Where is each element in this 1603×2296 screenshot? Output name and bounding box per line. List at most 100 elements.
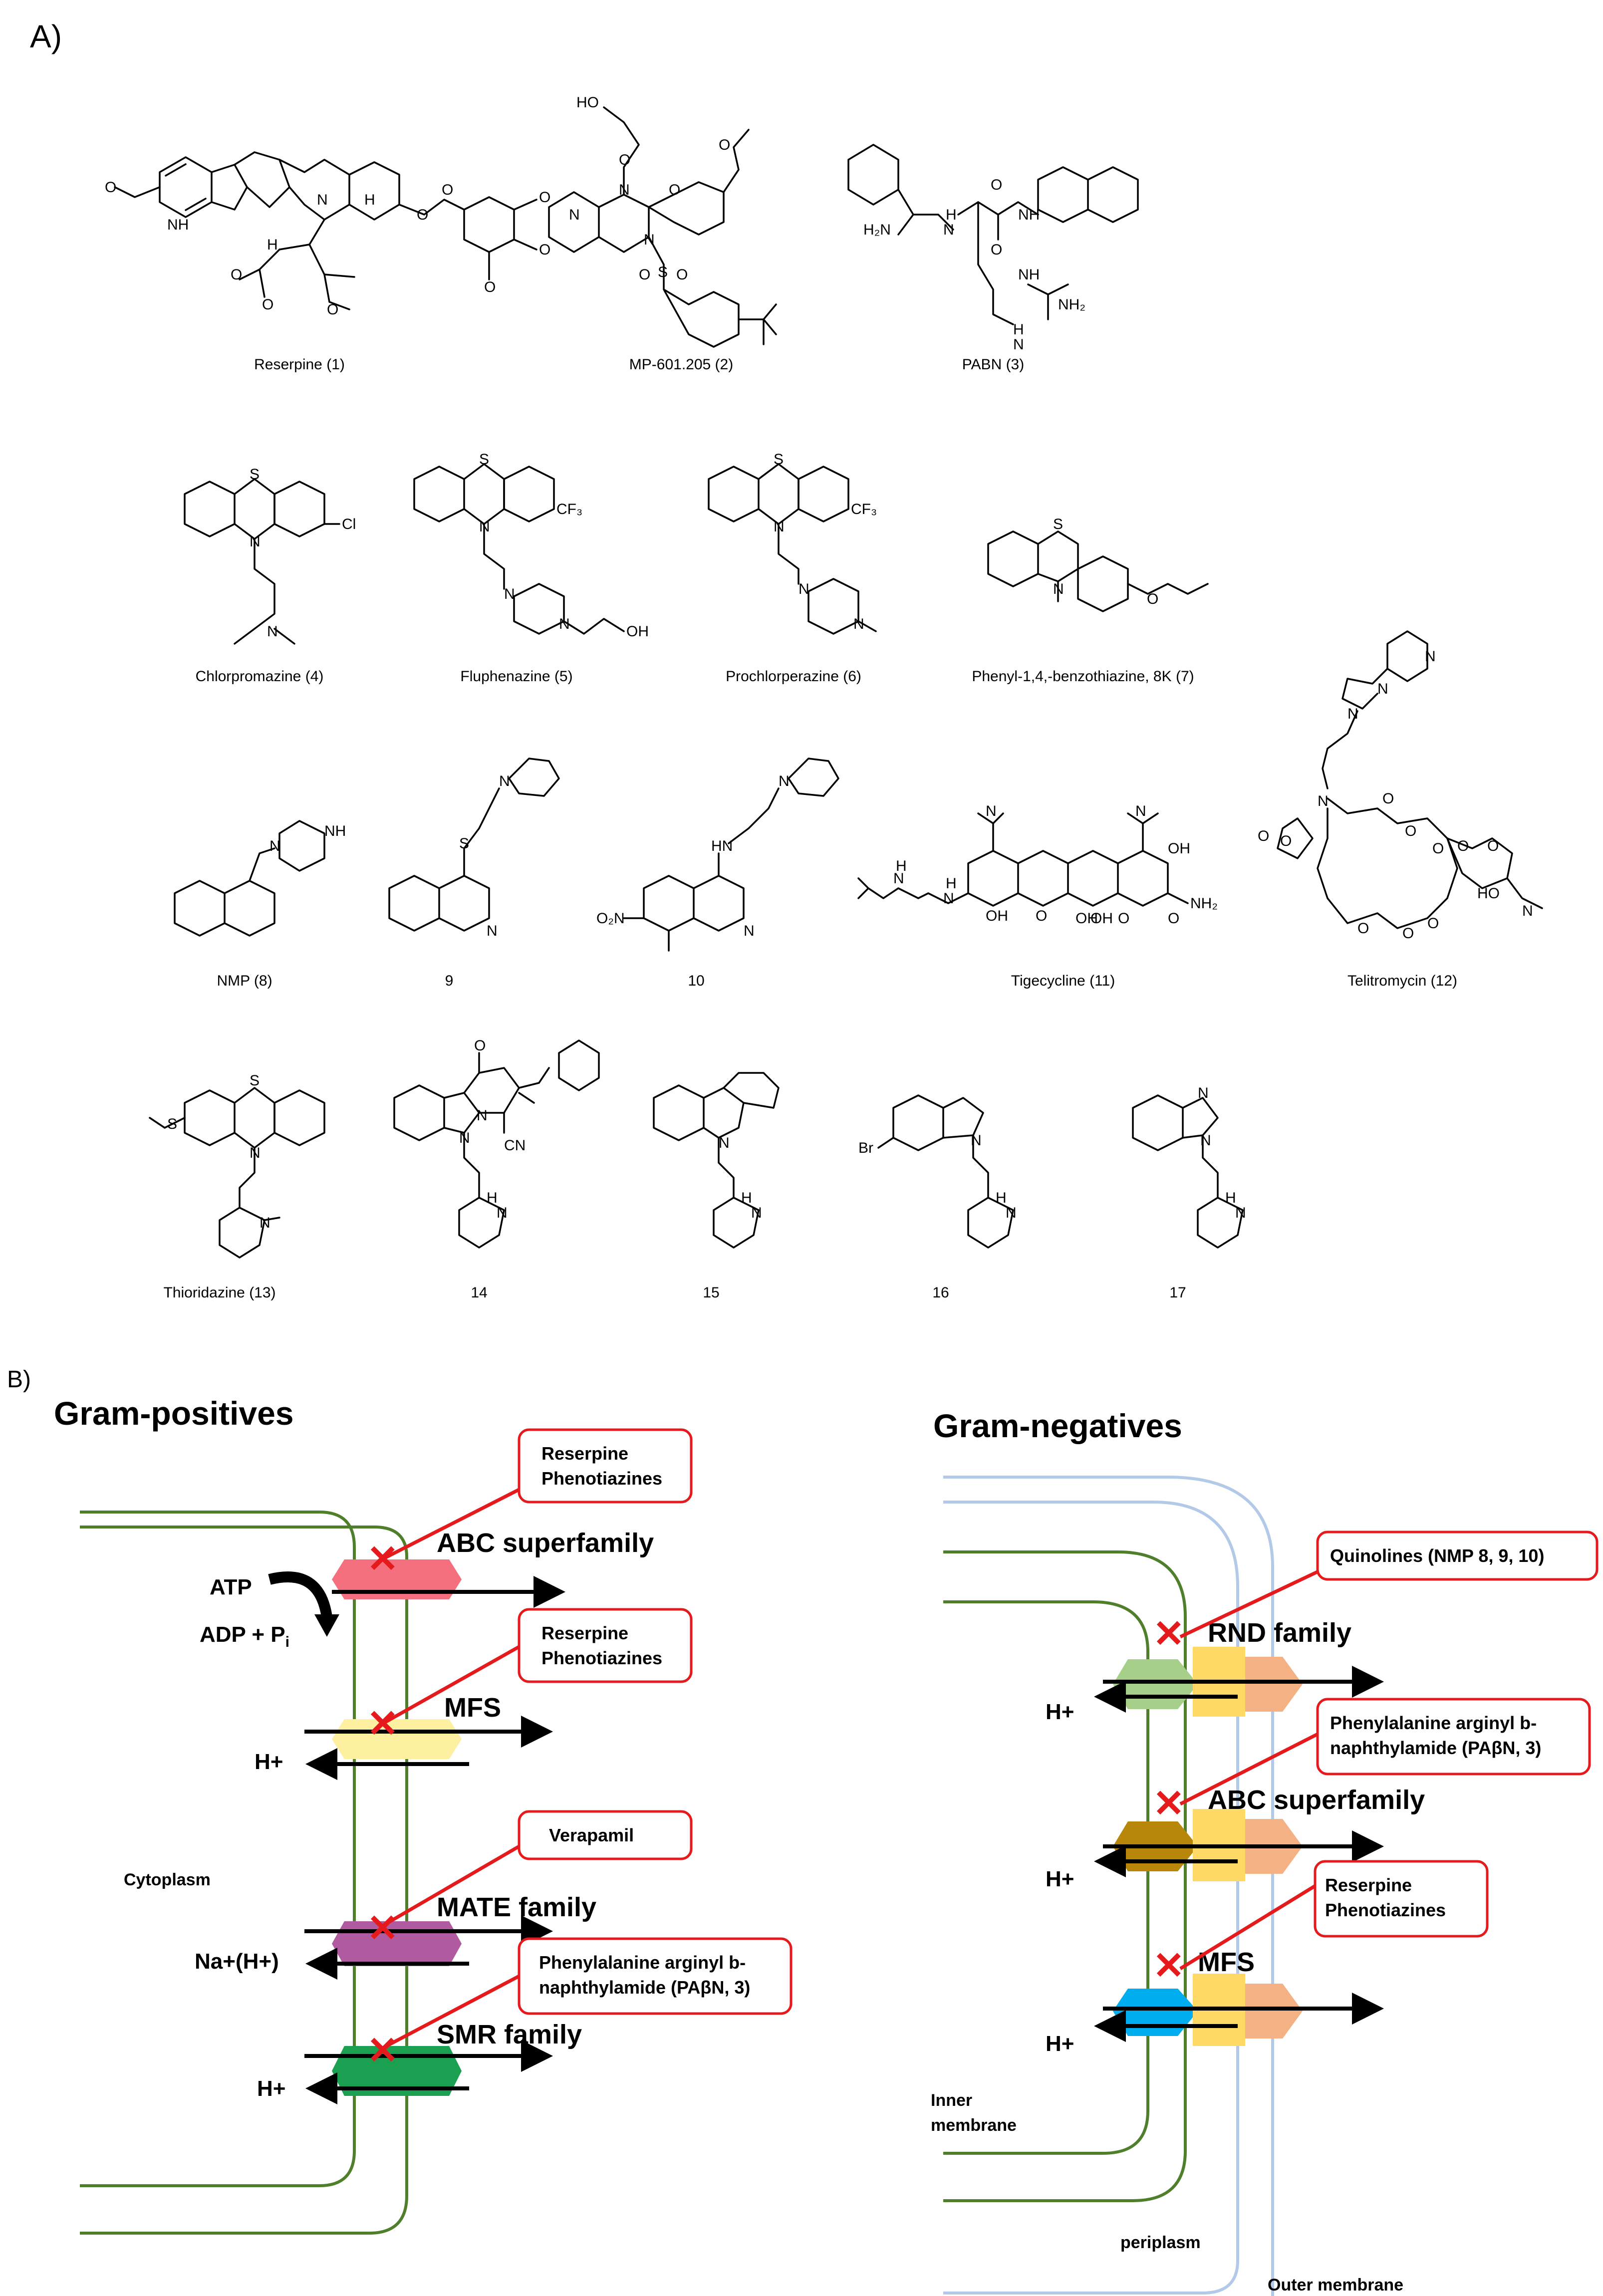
gp-mfs-transporter — [332, 1719, 462, 1759]
svg-text:N: N — [1135, 803, 1146, 819]
structure-compound-14: O N N CN N H — [393, 1037, 600, 1249]
gp-mfs-label: MFS — [444, 1693, 501, 1723]
structure-compound-9: S N N — [388, 758, 560, 939]
gram-positive-title: Gram-positives — [54, 1395, 294, 1432]
svg-text:N: N — [250, 1145, 261, 1161]
svg-text:N: N — [1318, 793, 1329, 809]
svg-text:N: N — [1053, 581, 1064, 597]
structure-nmp: N NH — [174, 820, 346, 937]
gram-negative-title: Gram-negatives — [933, 1407, 1182, 1444]
svg-text:N: N — [1425, 648, 1436, 665]
structure-thioridazine: S S N N — [149, 1072, 325, 1259]
gn-outer-membrane-inner — [943, 1501, 1239, 2295]
svg-text:O: O — [474, 1037, 486, 1054]
svg-text:S: S — [479, 451, 489, 468]
structure-fluphenazine: S N CF₃ N N OH — [413, 451, 649, 640]
gn-inner-membrane-label-1: Inner — [931, 2091, 972, 2110]
gp-smr-ion: H+ — [257, 2076, 285, 2101]
structure-compound-17: N N N H — [1132, 1085, 1246, 1249]
panel-b-label: B) — [7, 1366, 31, 1393]
svg-text:N: N — [751, 1205, 762, 1221]
gn-abc-label: ABC superfamily — [1208, 1785, 1425, 1815]
gp-atp-label: ATP — [210, 1575, 252, 1599]
svg-text:O: O — [1402, 925, 1414, 942]
compound-11-name: Tigecycline (11) — [1011, 973, 1115, 989]
svg-text:N: N — [504, 586, 515, 602]
svg-text:O: O — [442, 182, 453, 198]
gn-abc-inhibitor-2: naphthylamide (PAβN, 3) — [1330, 1738, 1541, 1758]
gn-abc-pointer — [1179, 1730, 1324, 1806]
svg-text:O: O — [1357, 920, 1369, 937]
svg-text:O: O — [417, 207, 428, 223]
gn-inner-membrane-outer — [943, 1550, 1187, 2202]
svg-text:HO: HO — [576, 94, 599, 111]
gn-abc-inhibit-mark: ✕ — [1153, 1783, 1185, 1825]
svg-text:S: S — [1053, 516, 1063, 532]
gp-cytoplasm-label: Cytoplasm — [124, 1870, 211, 1889]
svg-text:N: N — [1377, 681, 1388, 697]
gn-mfs-outer-channel — [1245, 1984, 1303, 2039]
svg-text:OH: OH — [1090, 910, 1113, 927]
compound-1-name: Reserpine (1) — [254, 356, 345, 373]
compound-2-name: MP-601.205 (2) — [629, 356, 733, 373]
svg-text:H: H — [896, 858, 907, 874]
svg-text:N: N — [459, 1130, 470, 1146]
panel-a-label: A) — [30, 18, 62, 54]
structure-benzothiazine-8k: S N O — [987, 516, 1209, 612]
svg-text:O: O — [1258, 828, 1269, 844]
svg-text:Cl: Cl — [342, 516, 356, 532]
svg-text:O: O — [991, 177, 1002, 193]
svg-text:H: H — [1013, 321, 1024, 338]
svg-text:N: N — [893, 870, 904, 887]
svg-text:O: O — [1432, 840, 1444, 857]
gp-mate-inhibit-mark: ✕ — [367, 1907, 399, 1950]
svg-text:H: H — [996, 1190, 1007, 1206]
svg-text:O: O — [231, 266, 242, 283]
gn-rnd-inhibitor-box — [1316, 1531, 1599, 1581]
gp-atp-arrowhead — [314, 1614, 339, 1637]
gp-smr-inhibit-mark: ✕ — [367, 2030, 399, 2072]
compound-17-name: 17 — [1169, 1284, 1186, 1301]
gp-abc-inhibitor-2: Phenotiazines — [541, 1468, 662, 1489]
gn-periplasm-label: periplasm — [1120, 2233, 1201, 2252]
structure-chlorpromazine: S N Cl N — [184, 466, 356, 645]
gp-abc-inhibit-mark: ✕ — [367, 1538, 399, 1580]
compound-12-name: Telitromycin (12) — [1347, 973, 1457, 989]
svg-text:NH₂: NH₂ — [1058, 296, 1085, 313]
svg-text:N: N — [569, 207, 580, 223]
gn-rnd-label: RND family — [1208, 1618, 1351, 1648]
compound-15-name: 15 — [703, 1284, 719, 1301]
gram-negative-diagram: Gram-negatives RND family H+ ABC superfa… — [931, 1407, 1599, 2296]
svg-text:O: O — [484, 279, 496, 295]
svg-text:H: H — [946, 207, 957, 223]
svg-text:O: O — [1457, 838, 1469, 854]
gn-mfs-ion: H+ — [1046, 2032, 1074, 2056]
gp-smr-pointer — [381, 1974, 520, 2050]
svg-text:S: S — [250, 1072, 260, 1089]
gp-mfs-inhibitor-2: Phenotiazines — [541, 1648, 662, 1668]
gn-abc-inhibitor-box — [1316, 1698, 1591, 1776]
structure-compound-15: N N H — [653, 1072, 780, 1249]
gp-abc-label: ABC superfamily — [437, 1528, 654, 1558]
structure-compound-16: Br N N H — [858, 1094, 1017, 1249]
svg-text:N: N — [559, 616, 570, 632]
compound-4-name: Chlorpromazine (4) — [196, 668, 324, 685]
svg-text:N: N — [779, 773, 790, 789]
svg-text:N: N — [269, 838, 280, 854]
compound-3-name: PABN (3) — [962, 356, 1024, 373]
svg-text:N: N — [971, 1132, 982, 1149]
svg-text:NH: NH — [167, 217, 189, 233]
gn-rnd-pointer — [1179, 1567, 1324, 1639]
gp-smr-inhibitor-box — [518, 1937, 793, 2015]
gn-abc-inhibitor-1: Phenylalanine arginyl b- — [1330, 1713, 1537, 1733]
svg-text:N: N — [943, 890, 954, 907]
svg-text:O: O — [676, 266, 688, 283]
svg-text:S: S — [774, 451, 784, 468]
gp-abc-inhibitor-1: Reserpine — [541, 1443, 628, 1464]
svg-text:CF₃: CF₃ — [851, 501, 877, 517]
gp-membrane-outer-edge — [80, 1526, 408, 2235]
svg-text:N: N — [499, 773, 510, 789]
compound-5-name: Fluphenazine (5) — [460, 668, 572, 685]
svg-text:O: O — [539, 189, 550, 206]
svg-text:S: S — [250, 466, 260, 483]
